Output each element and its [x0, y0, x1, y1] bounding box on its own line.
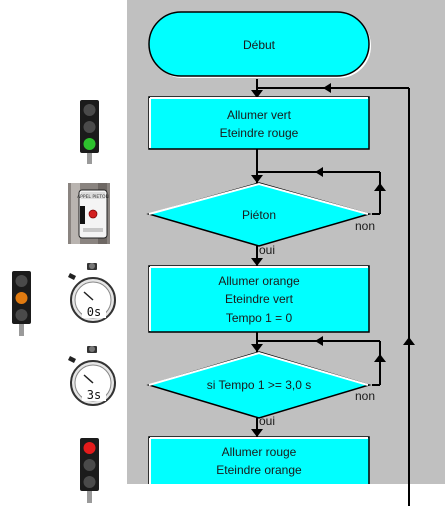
decision-node-pieton[interactable]: Piéton — [146, 182, 372, 247]
icon-column: APPEL PIETON 0s — [0, 0, 127, 506]
flowchart-canvas: Début Allumer vert Eteindre rouge Piéton… — [127, 0, 445, 506]
step1-line1: Allumer vert — [227, 108, 292, 122]
decision2-yes-label: oui — [259, 414, 275, 428]
action-node-step1[interactable]: Allumer vert Eteindre rouge — [148, 96, 370, 150]
step3-line2: Eteindre orange — [216, 463, 302, 477]
step2-line2: Eteindre vert — [225, 292, 294, 306]
pedestrian-button-icon: APPEL PIETON — [68, 183, 110, 244]
step1-line2: Eteindre rouge — [220, 126, 299, 140]
decision1-label: Piéton — [242, 208, 276, 222]
decision1-yes-label: oui — [259, 243, 275, 257]
timer-1-readout: 0s — [87, 305, 101, 319]
step2-line3: Tempo 1 = 0 — [226, 311, 293, 325]
action-node-step2[interactable]: Allumer orange Eteindre vert Tempo 1 = 0 — [148, 265, 370, 333]
start-node[interactable]: Début — [148, 11, 371, 78]
traffic-light-orange-icon — [12, 271, 31, 336]
start-label: Début — [243, 38, 276, 52]
timer-2-readout: 3s — [87, 388, 101, 402]
button-caption: APPEL PIETON — [77, 194, 109, 200]
decision2-label: si Tempo 1 >= 3,0 s — [207, 378, 312, 392]
decision2-no-label: non — [355, 389, 375, 403]
decision1-no-label: non — [355, 219, 375, 233]
traffic-light-green-icon — [80, 100, 99, 164]
flow-arrowheads — [251, 83, 415, 437]
stopwatch-icon: 0s — [68, 263, 116, 323]
step3-line1: Allumer rouge — [222, 445, 297, 459]
stopwatch-icon: 3s — [68, 346, 116, 406]
traffic-light-red-icon — [80, 438, 99, 503]
step2-line1: Allumer orange — [218, 274, 300, 288]
decision-node-tempo[interactable]: si Tempo 1 >= 3,0 s — [146, 351, 372, 419]
